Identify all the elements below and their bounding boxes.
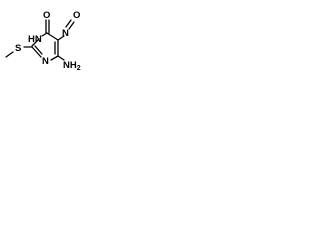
bond-nitroso-n-o (68, 21, 75, 30)
ring-nitrogen-label: N (42, 56, 49, 67)
sulfur-label: S (15, 43, 21, 54)
bond-nitroso-n-o-second (65, 19, 72, 28)
ring-nh-label: HN (28, 34, 42, 45)
amine-label: NH2 (63, 60, 81, 72)
bond-c2-n3-second (34, 45, 43, 55)
bond-c4-amine (57, 55, 65, 61)
amine-subscript: 2 (77, 65, 81, 72)
bond-c5-nitroso-n (57, 35, 65, 41)
chemical-structure-diagram: O N O HN N S NH2 (5, 10, 81, 72)
bond-n1-c2 (31, 38, 40, 47)
bond-s-methyl (5, 51, 14, 58)
bond-c2-n3 (31, 46, 42, 58)
amine-nh-text: NH (63, 60, 77, 71)
carbonyl-oxygen-label: O (43, 10, 50, 21)
nitroso-nitrogen-label: N (62, 28, 69, 39)
bond-c5-c6 (46, 32, 59, 41)
bond-n3-c4 (50, 55, 59, 61)
nitroso-oxygen-label: O (73, 10, 80, 21)
